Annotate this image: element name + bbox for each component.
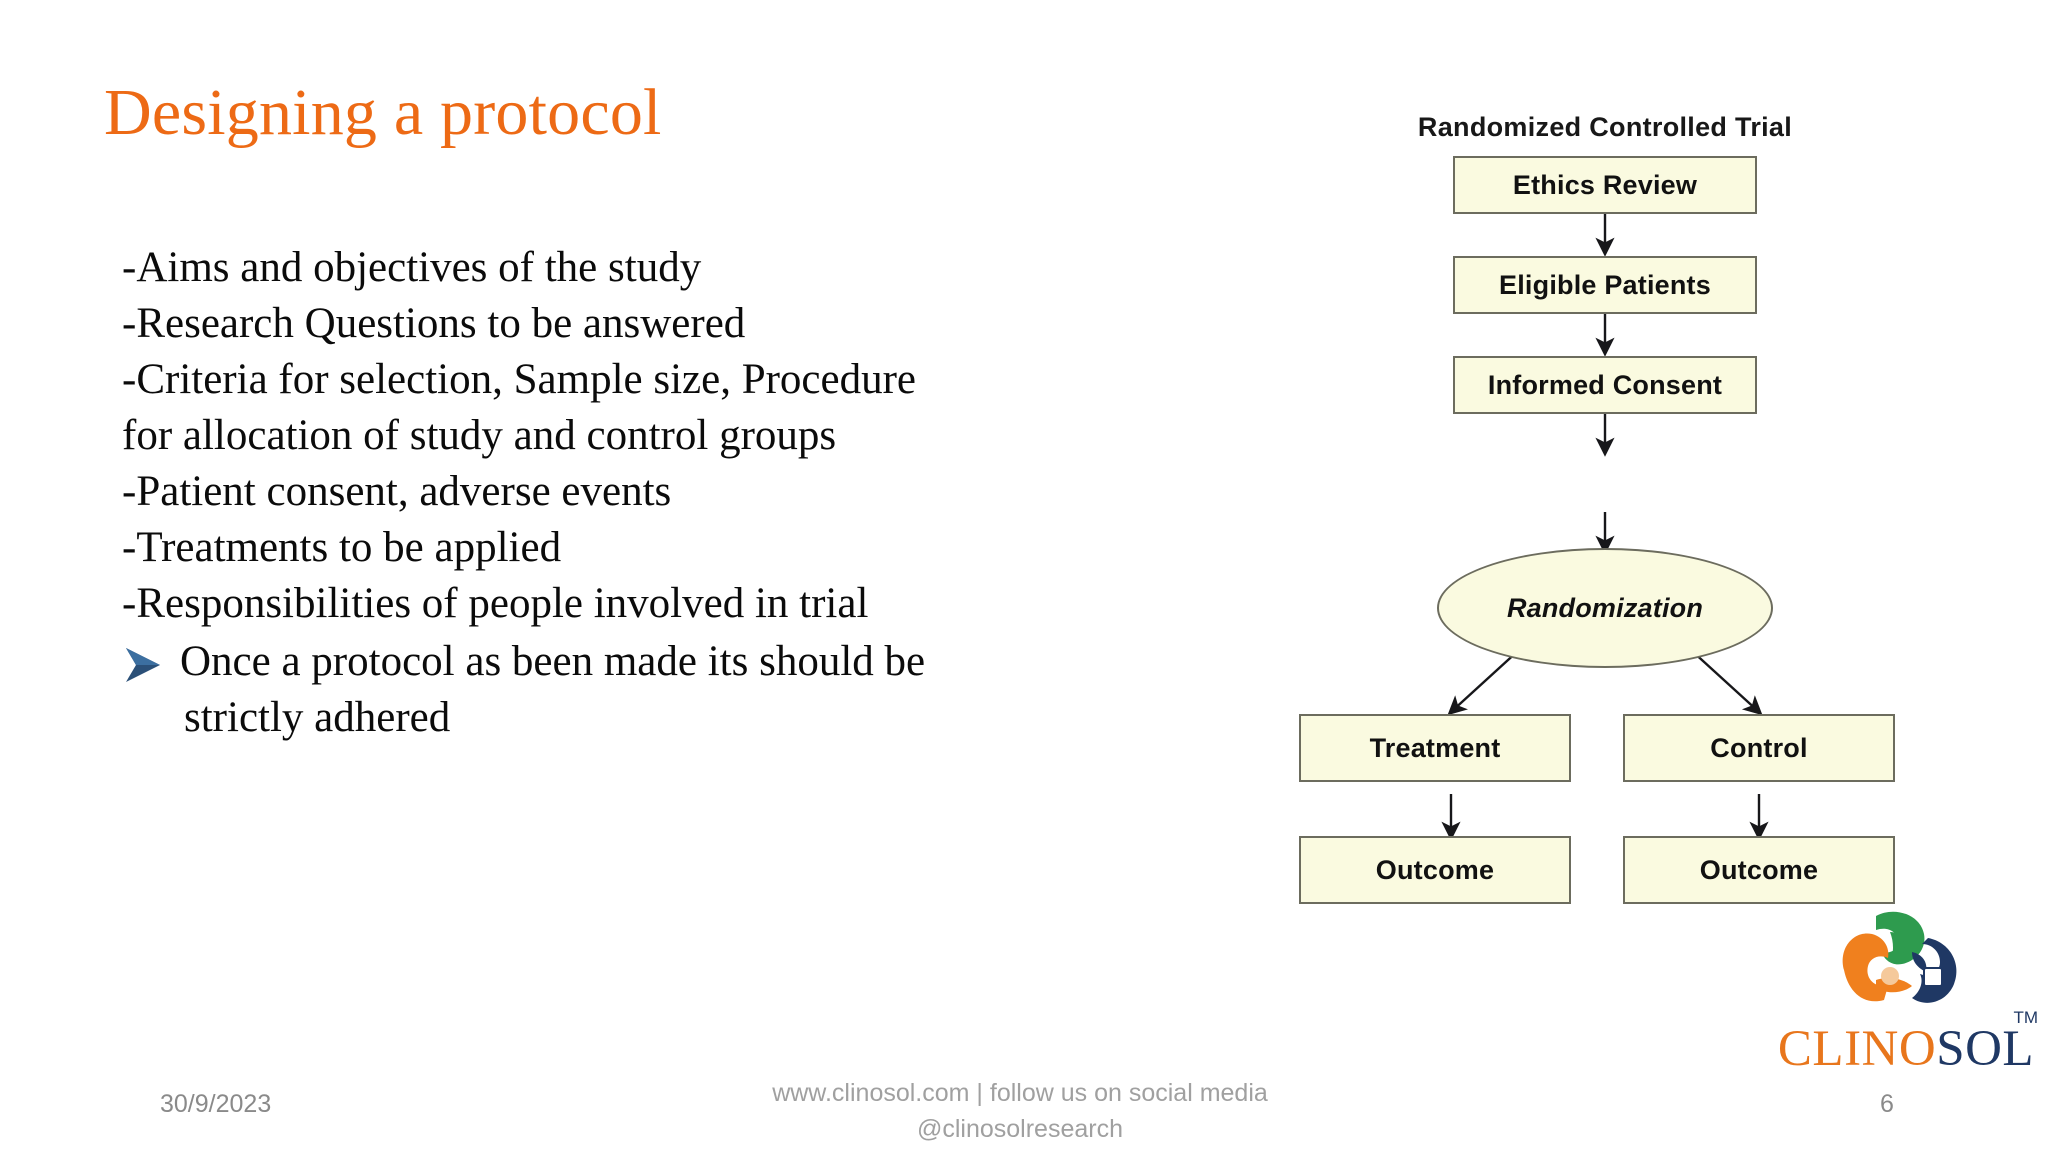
- page-title: Designing a protocol: [104, 76, 662, 149]
- chevron-arrow-icon: [122, 634, 168, 684]
- node-randomization[interactable]: Randomization: [1437, 548, 1773, 668]
- body-content: -Aims and objectives of the study -Resea…: [122, 240, 1132, 746]
- bullet-line-criteria: -Criteria for selection, Sample size, Pr…: [122, 356, 917, 403]
- node-outcome-treatment[interactable]: Outcome: [1299, 836, 1571, 904]
- trademark-symbol: TM: [2013, 1008, 2038, 1027]
- footer-credit-line-1: www.clinosol.com | follow us on social m…: [772, 1079, 1268, 1107]
- diagram-title: Randomized Controlled Trial: [1417, 112, 1793, 142]
- bullet-line-responsibilities: -Responsibilities of people involved in …: [122, 580, 869, 627]
- node-eligible-patients[interactable]: Eligible Patients: [1453, 256, 1757, 314]
- node-treatment[interactable]: Treatment: [1299, 714, 1571, 782]
- footer-credit: www.clinosol.com | follow us on social m…: [700, 1075, 1340, 1147]
- bullet-line-treatments: -Treatments to be applied: [122, 524, 562, 571]
- bullet-line-aims: -Aims and objectives of the study: [122, 244, 702, 291]
- bullet-line-criteria-cont: for allocation of study and control grou…: [122, 412, 837, 459]
- footer-date: 30/9/2023: [160, 1090, 272, 1118]
- chevron-bullet-item: Once a protocol as been made its should …: [122, 634, 1132, 746]
- bullet-line-research: -Research Questions to be answered: [122, 300, 746, 347]
- node-control[interactable]: Control: [1623, 714, 1895, 782]
- chevron-line-1: Once a protocol as been made its should …: [180, 638, 926, 685]
- rct-flow-diagram: Randomized Controlled Trial Ethics Revie…: [1255, 112, 1955, 904]
- node-ethics-review[interactable]: Ethics Review: [1453, 156, 1757, 214]
- logo-word-sol: SOL: [1936, 1021, 2035, 1077]
- bullet-line-consent: -Patient consent, adverse events: [122, 468, 672, 515]
- node-informed-consent[interactable]: Informed Consent: [1453, 356, 1757, 414]
- chevron-bullet-text: Once a protocol as been made its should …: [168, 634, 925, 746]
- clinosol-logo: CLINOSOL TM: [1772, 908, 2040, 1088]
- node-outcome-control[interactable]: Outcome: [1623, 836, 1895, 904]
- footer-credit-line-2: @clinosolresearch: [916, 1115, 1124, 1143]
- clinosol-wordmark: CLINOSOL: [1772, 1020, 2040, 1078]
- chevron-line-2: strictly adhered: [184, 694, 451, 741]
- slide-number: 6: [1880, 1090, 1894, 1118]
- clinosol-hands-icon: [1832, 908, 1968, 1026]
- logo-word-clino: CLINO: [1777, 1021, 1937, 1077]
